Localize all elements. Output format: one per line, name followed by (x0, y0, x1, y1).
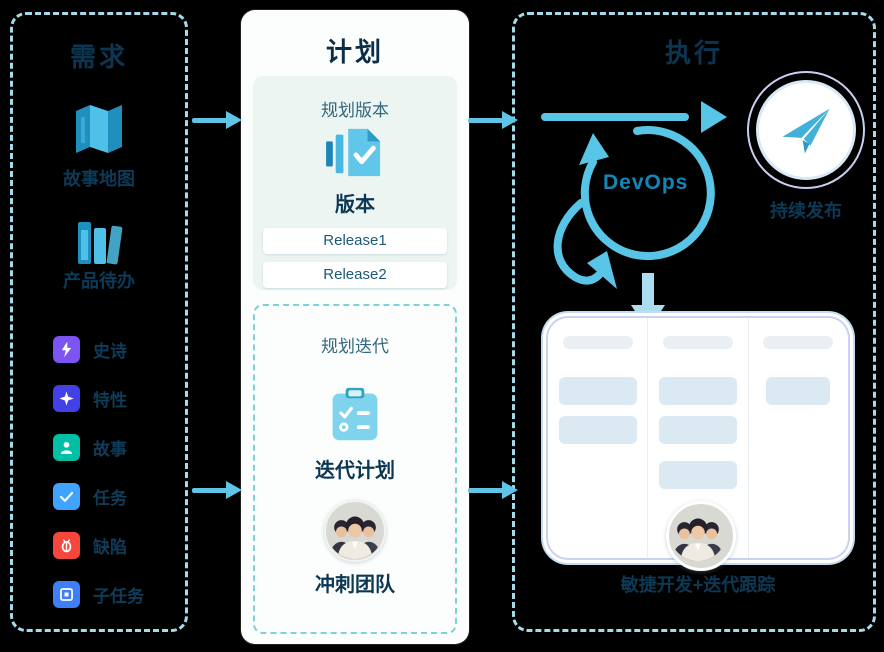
kanban-card (658, 461, 737, 489)
arrow-plan-to-execution-bottom (468, 481, 518, 499)
backlog-icon (13, 218, 185, 268)
iteration-planning-section: 规划迭代 迭代计划 (253, 304, 457, 634)
kanban-column-header (763, 336, 834, 349)
plan-title: 计划 (325, 37, 384, 67)
release-list: Release1 Release2 (253, 228, 457, 296)
work-item-row-bug: 缺陷 (53, 532, 144, 559)
work-item-label: 子任务 (93, 587, 144, 606)
epic-icon (53, 336, 80, 363)
kanban-caption: 敏捷开发+迭代跟踪 (620, 575, 776, 595)
work-item-row-subtask: 子任务 (53, 581, 144, 608)
release-badge (747, 71, 865, 189)
kanban-column (548, 318, 649, 558)
devops-label: DevOps (603, 171, 689, 194)
kanban-card (558, 416, 637, 444)
feature-icon (53, 385, 80, 412)
kanban-card (558, 377, 637, 405)
backlog-label: 产品待办 (63, 271, 135, 291)
subtask-icon (53, 581, 80, 608)
release-label: 持续发布 (770, 201, 842, 221)
sprint-team-label: 冲刺团队 (315, 574, 395, 596)
kanban-column (648, 318, 749, 558)
kanban-team-avatar (666, 501, 736, 571)
requirements-panel: 需求 故事地图 产品待办 史诗 (10, 12, 188, 632)
story-icon (53, 434, 80, 461)
iteration-section-heading: 规划迭代 (321, 337, 389, 356)
devops-loop-icon (541, 101, 727, 289)
kanban-column-header (662, 336, 733, 349)
arrow-requirements-to-plan-bottom (192, 481, 242, 499)
plan-panel: 计划 规划版本 版本 Release1 Release2 规划迭代 (241, 10, 469, 644)
work-item-label: 缺陷 (93, 538, 127, 557)
arrow-plan-to-execution-top (468, 111, 518, 129)
work-item-row-feature: 特性 (53, 385, 144, 412)
iteration-plan-icon (255, 386, 455, 444)
work-item-row-task: 任务 (53, 483, 144, 510)
version-planning-section: 规划版本 版本 Release1 Release2 (253, 76, 457, 290)
kanban-card (766, 377, 831, 405)
paper-plane-icon (756, 80, 856, 180)
execution-title: 执行 (664, 38, 723, 68)
version-label: 版本 (335, 194, 375, 216)
story-map-label: 故事地图 (63, 169, 135, 189)
execution-panel: 执行 DevOps 持续发布 (512, 12, 876, 632)
kanban-column (749, 318, 848, 558)
work-item-type-list: 史诗 特性 故事 任务 (53, 336, 144, 630)
release-item: Release1 (263, 228, 447, 254)
story-map-icon (13, 103, 185, 153)
kanban-card (658, 377, 737, 405)
team-photo (669, 504, 727, 562)
team-photo (326, 502, 384, 560)
work-item-label: 任务 (93, 489, 127, 508)
work-item-row-story: 故事 (53, 434, 144, 461)
work-item-label: 史诗 (93, 342, 127, 361)
work-item-label: 特性 (93, 391, 127, 410)
sprint-team-avatar (255, 500, 455, 562)
work-item-row-epic: 史诗 (53, 336, 144, 363)
kanban-column-header (562, 336, 633, 349)
task-icon (53, 483, 80, 510)
bug-icon (53, 532, 80, 559)
version-doc-icon (253, 126, 457, 180)
iteration-plan-label: 迭代计划 (315, 460, 395, 482)
release-item: Release2 (263, 262, 447, 288)
work-item-label: 故事 (93, 440, 127, 459)
kanban-card (658, 416, 737, 444)
version-section-heading: 规划版本 (321, 101, 389, 120)
arrow-requirements-to-plan-top (192, 111, 242, 129)
requirements-title: 需求 (69, 42, 128, 72)
